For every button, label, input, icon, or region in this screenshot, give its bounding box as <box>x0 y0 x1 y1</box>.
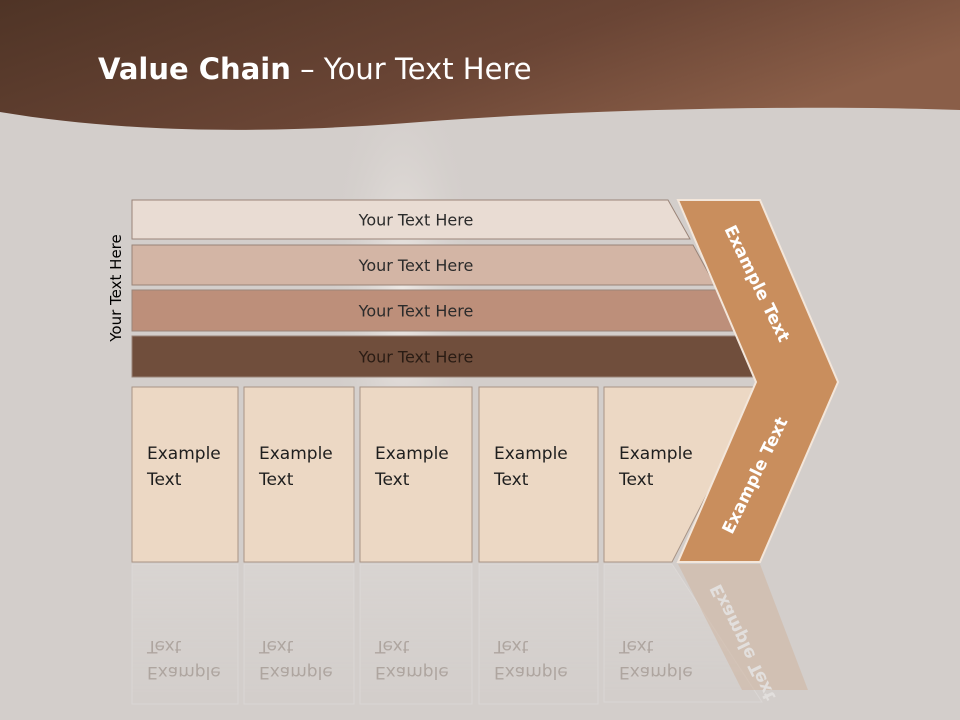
primary-box-label: Text <box>146 470 182 490</box>
reflection-label: Example <box>375 662 449 682</box>
primary-box-label: Text <box>374 470 410 490</box>
margin-chevron-reflection <box>678 564 808 690</box>
reflection-text: Example Text <box>618 636 693 682</box>
primary-box-reflection <box>359 563 473 705</box>
reflection-label: Text <box>374 636 410 656</box>
primary-box <box>131 386 239 563</box>
reflection-text: Example Text <box>493 636 568 682</box>
title-bold: Value Chain <box>98 52 291 86</box>
primary-box <box>478 386 599 563</box>
primary-box-reflection <box>603 563 763 703</box>
side-label: Your Text Here <box>107 234 125 342</box>
reflection-label: Text <box>258 636 294 656</box>
reflection-label: Example <box>259 662 333 682</box>
title-rest: – Your Text Here <box>290 52 532 86</box>
primary-box-reflection <box>243 563 355 705</box>
primary-box-label: Example <box>494 444 568 464</box>
margin-chevron <box>676 199 840 563</box>
primary-box-label: Text <box>258 470 294 490</box>
header-band <box>0 0 960 130</box>
reflection-label: Text <box>618 636 654 656</box>
reflection: ExampleTextExampleTextExampleTextExample… <box>131 563 808 705</box>
reflection-label: Example <box>147 662 221 682</box>
support-row <box>131 199 691 240</box>
page-title: Value Chain – Your Text Here <box>98 52 532 86</box>
reflection-label: Text <box>493 636 529 656</box>
reflection-text: Example Text <box>374 636 449 682</box>
primary-box-reflection <box>131 563 239 705</box>
reflection-text: Example Text <box>258 636 333 682</box>
primary-box-label: Text <box>618 470 654 490</box>
support-row-label: Your Text Here <box>358 256 474 275</box>
primary-box-label: Example <box>375 444 449 464</box>
support-row-label: Your Text Here <box>358 302 474 321</box>
primary-box-label: Text <box>493 470 529 490</box>
support-row-label: Your Text Here <box>358 348 474 367</box>
reflection-label: Text <box>146 636 182 656</box>
primary-box-label: Example <box>619 444 693 464</box>
primary-box-label: Example <box>259 444 333 464</box>
reflection-text: Example Text <box>146 636 221 682</box>
reflection-label: Example <box>494 662 568 682</box>
reflection-label: Example <box>619 662 693 682</box>
primary-box <box>359 386 473 563</box>
primary-box <box>603 386 763 563</box>
primary-box <box>243 386 355 563</box>
primary-box-label: Example <box>147 444 221 464</box>
primary-box-reflection <box>478 563 599 705</box>
support-row-label: Your Text Here <box>358 211 474 230</box>
